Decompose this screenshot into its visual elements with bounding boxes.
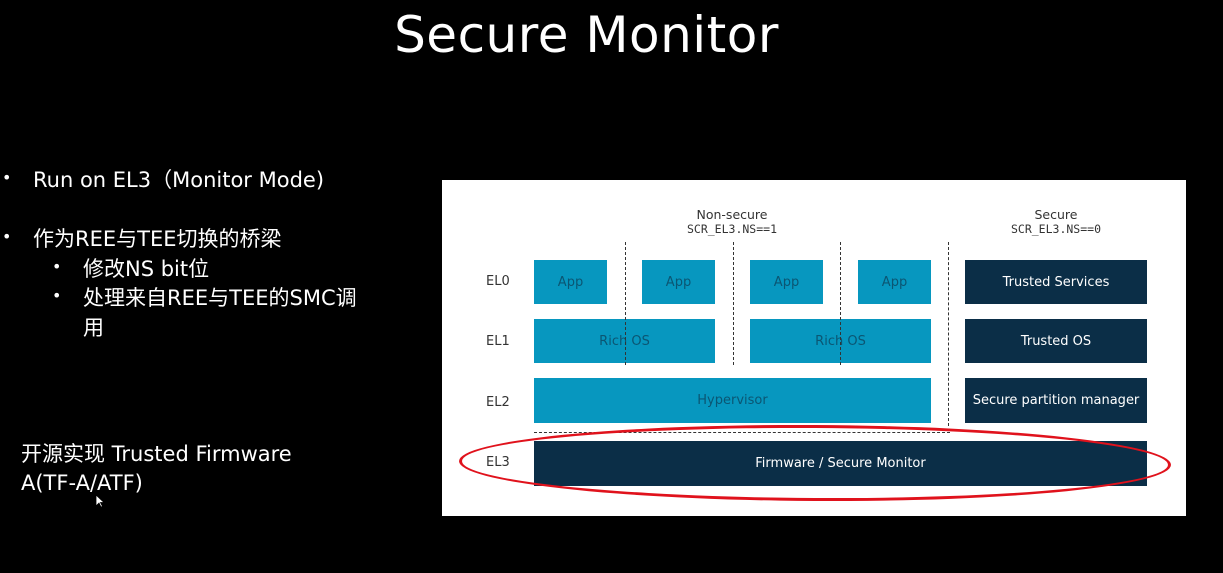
separator-line <box>733 242 734 365</box>
separator-line <box>840 242 841 365</box>
sub-bullet-dot: • <box>52 257 62 276</box>
level-label-el1: EL1 <box>486 334 510 349</box>
el0-app-box: App <box>642 260 715 304</box>
level-label-el3: EL3 <box>486 455 510 470</box>
separator-line <box>534 432 950 433</box>
mouse-cursor-icon <box>95 494 105 508</box>
footer-note: 开源实现 Trusted Firmware A(TF-A/ATF) <box>21 440 341 498</box>
secure-partition-manager-box: Secure partition manager <box>965 378 1147 423</box>
secure-label: Secure <box>1034 207 1078 222</box>
secure-register: SCR_EL3.NS==0 <box>1010 222 1101 236</box>
footer-line-1: 开源实现 Trusted Firmware <box>21 442 292 466</box>
el0-app-box: App <box>534 260 607 304</box>
level-label-el2: EL2 <box>486 395 510 410</box>
bullet-dot: • <box>2 168 12 187</box>
bullet-run-on-el3: Run on EL3（Monitor Mode) <box>33 168 325 192</box>
el0-app-box: App <box>750 260 823 304</box>
non-secure-register: SCR_EL3.NS==1 <box>686 222 777 236</box>
separator-line <box>948 242 949 426</box>
separator-line <box>625 242 626 365</box>
sub-bullet-ns-bit: 修改NS bit位 <box>83 257 210 281</box>
el0-app-box: App <box>858 260 931 304</box>
sub-bullet-smc: 处理来自REE与TEE的SMC调 <box>83 286 357 310</box>
slide-title: Secure Monitor <box>394 6 779 64</box>
sub-bullet-dot: • <box>52 286 62 305</box>
bullet-bridge: 作为REE与TEE切换的桥梁 <box>33 227 282 251</box>
sub-bullet-smc-cont: 用 <box>83 316 104 340</box>
hypervisor-box: Hypervisor <box>534 378 931 423</box>
exception-level-diagram: Non-secure SCR_EL3.NS==1 Secure SCR_EL3.… <box>442 180 1186 516</box>
bullet-dot: • <box>2 227 12 246</box>
level-label-el0: EL0 <box>486 274 510 289</box>
non-secure-header: Non-secure SCR_EL3.NS==1 <box>632 207 832 237</box>
secure-monitor-box: Firmware / Secure Monitor <box>534 441 1147 486</box>
trusted-services-box: Trusted Services <box>965 260 1147 304</box>
rich-os-box: Rich OS <box>534 319 715 363</box>
non-secure-label: Non-secure <box>696 207 768 222</box>
secure-header: Secure SCR_EL3.NS==0 <box>964 207 1148 237</box>
trusted-os-box: Trusted OS <box>965 319 1147 363</box>
footer-line-2: A(TF-A/ATF) <box>21 471 143 495</box>
